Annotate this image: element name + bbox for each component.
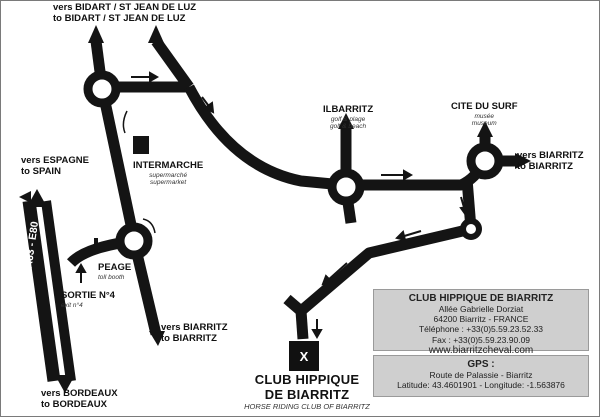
road-main (184, 84, 490, 191)
label-cite-du-surf-sub-en: museum (471, 120, 497, 128)
destination-marker[interactable]: X (289, 341, 319, 371)
road-to-bidart-east (151, 37, 194, 91)
road-club-final (295, 310, 309, 340)
contact-fax: Fax : +33(0)5.59.23.90.09 (431, 334, 531, 345)
roundabout-north (83, 70, 121, 108)
gps-card: GPS : Route de Palassie - Biarritz Latit… (373, 355, 589, 397)
label-cite-du-surf-sub-fr: musée (474, 112, 494, 120)
contact-address-line2: 64200 Biarritz - FRANCE (433, 314, 529, 325)
label-biarritz-bottom-line1: vers BIARRITZ (161, 322, 228, 333)
arrowhead-motorway-north (27, 189, 47, 207)
road-west-trunk (98, 95, 140, 241)
label-ilbarritz-sub-en: golf & beach (330, 123, 367, 131)
label-biarritz-right: vers BIARRITZ to BIARRITZ (517, 150, 584, 173)
label-ilbarritz-name: ILBARRITZ (323, 104, 374, 115)
turn-arrow-north (122, 110, 128, 134)
gps-title: GPS : (467, 359, 495, 370)
label-espagne: vers ESPAGNE to SPAIN (21, 155, 89, 178)
contact-title: CLUB HIPPIQUE DE BIARRITZ (408, 293, 554, 304)
gps-route: Route de Palassie - Biarritz (429, 370, 533, 380)
label-sortie-sub: exit n°4 (61, 301, 83, 309)
arrowhead-motorway-south (55, 375, 75, 393)
label-bidart-line1: vers BIDART / ST JEAN DE LUZ (53, 2, 197, 13)
arrowhead-surf (477, 121, 493, 137)
destination-subtitle: HORSE RIDING CLUB OF BIARRITZ (244, 401, 370, 411)
road-club-spur (283, 294, 305, 316)
label-bordeaux-line2: to BORDEAUX (41, 398, 107, 410)
arrowhead-bidart-east (148, 25, 164, 43)
label-peage-sub: toll booth (98, 273, 125, 281)
gps-coordinates: Latitude: 43.4601901 - Longitude: -1.563… (397, 380, 565, 391)
arrowhead-biarritz-south (149, 331, 165, 346)
label-biarritz-bottom-line2: to BIARRITZ (161, 332, 217, 344)
arrowhead-bidart-west (88, 25, 104, 43)
destination-name-line2: DE BIARRITZ (264, 386, 350, 402)
road-to-club (297, 223, 473, 316)
destination-label: CLUB HIPPIQUE DE BIARRITZ HORSE RIDING C… (239, 372, 375, 412)
motorway-carriageway-west (22, 200, 61, 382)
label-espagne-line1: vers ESPAGNE (21, 155, 89, 166)
label-biarritz-right-line2: to BIARRITZ (517, 160, 573, 172)
label-biarritz-bottom: vers BIARRITZ to BIARRITZ (161, 322, 228, 345)
label-sortie-name: SORTIE N°4 (61, 290, 115, 301)
roundabout-ilbarritz (327, 168, 365, 206)
contact-phone: Téléphone : +33(0)5.59.23.52.33 (418, 324, 544, 335)
label-intermarche: INTERMARCHE supermarché supermarket (133, 160, 204, 187)
turn-arrow-south (142, 218, 156, 234)
label-biarritz-right-line1: vers BIARRITZ (517, 150, 584, 161)
label-cite-du-surf: CITE DU SURF musée museum (451, 101, 518, 128)
label-ilbarritz-sub-fr: golf & plage (330, 115, 366, 123)
arrowhead-biarritz-east (515, 153, 531, 169)
destination-name-line1: CLUB HIPPIQUE (254, 372, 360, 387)
label-intermarche-sub-en: supermarket (150, 179, 187, 187)
label-bidart-line2: to BIDART / ST JEAN DE LUZ (53, 12, 186, 24)
direction-arrow-road-club-2 (326, 262, 348, 282)
label-ilbarritz: ILBARRITZ golf & plage golf & beach (323, 104, 374, 131)
label-bordeaux-line1: vers BORDEAUX (41, 388, 118, 399)
intermarche-marker (133, 136, 149, 154)
roundabout-south (115, 222, 153, 260)
label-espagne-line2: to SPAIN (21, 165, 61, 177)
motorway-carriageway-east (41, 200, 76, 382)
arrowhead-ilbarritz (338, 113, 354, 129)
label-sortie: SORTIE N°4 exit n°4 (61, 290, 115, 309)
label-cite-du-surf-name: CITE DU SURF (451, 101, 518, 112)
label-bordeaux: vers BORDEAUX to BORDEAUX (41, 388, 118, 411)
label-bidart-top: vers BIDART / ST JEAN DE LUZ to BIDART /… (53, 2, 197, 25)
contact-card: CLUB HIPPIQUE DE BIARRITZ Allée Gabriell… (373, 289, 589, 356)
roundabout-cite-du-surf (466, 142, 504, 180)
label-intermarche-sub-fr: supermarché (149, 171, 188, 179)
arrowhead-espagne (19, 191, 31, 203)
label-intermarche-name: INTERMARCHE (133, 160, 204, 171)
contact-address-line1: Allée Gabrielle Dorziat (438, 304, 524, 314)
contact-website[interactable]: www.biarritzcheval.com (428, 344, 534, 356)
label-peage-name: PEAGE (98, 262, 132, 273)
label-peage: PEAGE toll booth (98, 262, 132, 281)
roundabout-small (460, 218, 482, 240)
